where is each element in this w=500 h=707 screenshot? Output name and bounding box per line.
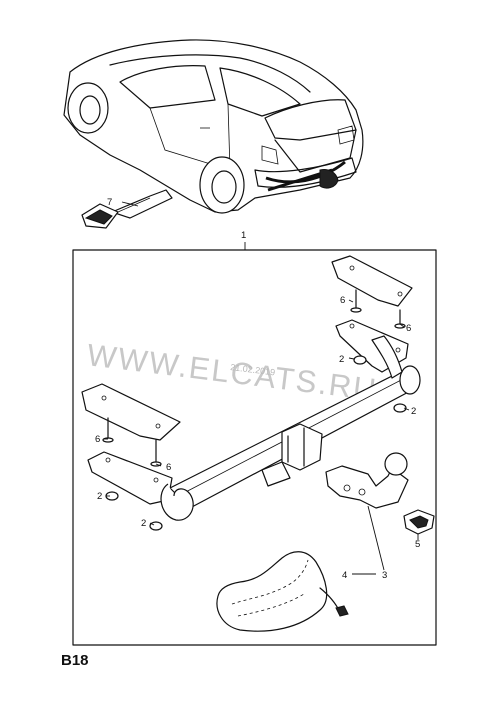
- right-upper-bracket: [331, 255, 413, 307]
- callout-6-left-upper: 6: [95, 434, 100, 445]
- strap-part: [81, 189, 173, 229]
- callout-2-right-lower: 2: [411, 406, 416, 417]
- callout-6-right-upper: 6: [340, 295, 345, 306]
- left-bolts: [102, 417, 162, 467]
- page-code: B18: [61, 652, 89, 669]
- callout-6-left-lower: 6: [166, 462, 171, 473]
- car-illustration: [63, 39, 364, 214]
- callout-7: 7: [107, 197, 112, 208]
- callout-2-right-upper: 2: [339, 354, 344, 365]
- callout-2-left-upper: 2: [97, 491, 102, 502]
- leader-lines: [104, 201, 419, 575]
- socket-cap-part: [403, 509, 435, 535]
- detail-frame: [72, 249, 437, 646]
- callout-3: 3: [382, 570, 387, 581]
- callout-2-left-lower: 2: [141, 518, 146, 529]
- right-nuts: [353, 355, 407, 413]
- center-mount: [261, 423, 323, 487]
- callout-6-right-lower: 6: [406, 323, 411, 334]
- tow-ball-part: [325, 452, 409, 509]
- cover-bag-part: [216, 551, 349, 632]
- callout-numbers: 1 7 6 6 2 2 6 6 2 2 5 4 3: [95, 197, 420, 581]
- callout-1: 1: [241, 230, 246, 241]
- callout-5: 5: [415, 539, 420, 550]
- left-upper-bracket: [81, 383, 181, 441]
- callout-4: 4: [342, 570, 347, 581]
